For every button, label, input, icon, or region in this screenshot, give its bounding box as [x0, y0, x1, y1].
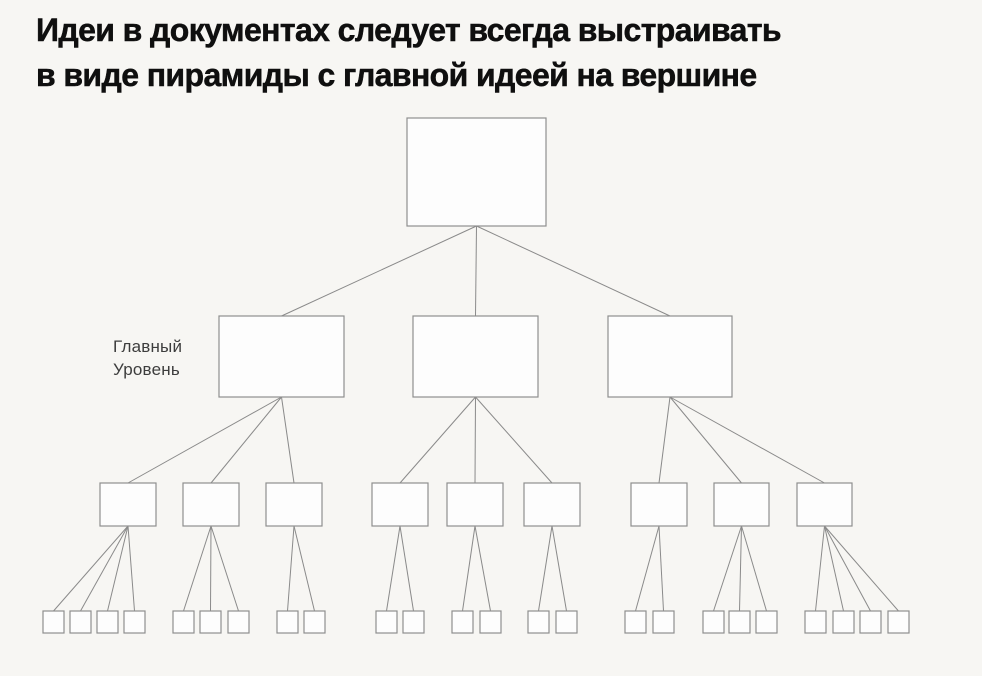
connector-line — [815, 525, 825, 612]
connector-line — [183, 525, 212, 612]
tree-node-box-leaf — [555, 610, 578, 634]
connector-line — [824, 525, 844, 612]
connector-line — [475, 225, 477, 317]
tree-node-box-leaf — [702, 610, 725, 634]
tree-node-box-sub — [523, 482, 581, 527]
connector-line — [127, 525, 135, 612]
connector-line — [210, 396, 282, 484]
tree-node-box-leaf — [859, 610, 882, 634]
tree-node-box-main — [218, 315, 345, 398]
tree-node-box-leaf — [227, 610, 250, 634]
tree-node-box-sub — [265, 482, 323, 527]
connector-line — [669, 396, 825, 484]
tree-node-box-sub — [713, 482, 770, 527]
connector-line — [281, 225, 477, 317]
tree-node-box-leaf — [402, 610, 425, 634]
connector-line — [281, 396, 295, 484]
connector-line — [127, 396, 282, 484]
tree-node-box-sub — [182, 482, 240, 527]
tree-node-box-sub — [630, 482, 688, 527]
connector-line — [538, 525, 553, 612]
main-level-label: Главный Уровень — [113, 335, 182, 381]
connector-line — [713, 525, 742, 612]
tree-node-box-leaf — [123, 610, 146, 634]
tree-node-box-leaf — [652, 610, 675, 634]
tree-node-box-sub — [796, 482, 853, 527]
tree-node-box-leaf — [624, 610, 647, 634]
connector-line — [287, 525, 295, 612]
tree-node-box-leaf — [887, 610, 910, 634]
tree-node-box-leaf — [451, 610, 474, 634]
tree-node-box-leaf — [375, 610, 398, 634]
tree-node-box-leaf — [832, 610, 855, 634]
tree-node-box-leaf — [96, 610, 119, 634]
connector-line — [658, 396, 671, 484]
tree-node-box-leaf — [42, 610, 65, 634]
main-level-label-line-2: Уровень — [113, 360, 180, 379]
connector-line — [399, 396, 476, 484]
connector-line — [210, 525, 212, 612]
tree-node-box-root — [406, 117, 547, 227]
connector-line — [824, 525, 871, 612]
connector-line — [386, 525, 401, 612]
tree-node-box-leaf — [69, 610, 92, 634]
connector-line — [210, 525, 239, 612]
tree-node-box-leaf — [804, 610, 827, 634]
connector-line — [741, 525, 767, 612]
connector-line — [53, 525, 129, 612]
tree-node-box-leaf — [199, 610, 222, 634]
main-level-label-line-1: Главный — [113, 337, 183, 356]
connector-line — [293, 525, 315, 612]
tree-node-box-sub — [99, 482, 157, 527]
tree-node-box-main — [412, 315, 539, 398]
connector-line — [476, 225, 671, 317]
connector-line — [739, 525, 742, 612]
connector-line — [474, 525, 491, 612]
connector-line — [80, 525, 129, 612]
connector-line — [399, 525, 414, 612]
connector-line — [475, 396, 553, 484]
connector-line — [669, 396, 742, 484]
page-title-line-2: в виде пирамиды с главной идеей на верши… — [36, 57, 758, 94]
tree-node-box-leaf — [728, 610, 751, 634]
connector-line — [462, 525, 476, 612]
connector-line — [551, 525, 567, 612]
connector-line — [635, 525, 660, 612]
connector-line — [824, 525, 899, 612]
tree-node-box-main — [607, 315, 733, 398]
tree-node-box-leaf — [755, 610, 778, 634]
page-title-line-1: Идеи в документах следует всегда выстраи… — [36, 12, 782, 49]
tree-node-box-leaf — [276, 610, 299, 634]
tree-node-box-sub — [446, 482, 504, 527]
tree-node-box-leaf — [303, 610, 326, 634]
tree-node-box-leaf — [172, 610, 195, 634]
connector-line — [658, 525, 664, 612]
tree-node-box-leaf — [527, 610, 550, 634]
tree-node-box-sub — [371, 482, 429, 527]
page-title: Идеи в документах следует всегда выстраи… — [36, 8, 782, 98]
connector-line — [474, 396, 476, 484]
tree-node-box-leaf — [479, 610, 502, 634]
connector-line — [107, 525, 129, 612]
